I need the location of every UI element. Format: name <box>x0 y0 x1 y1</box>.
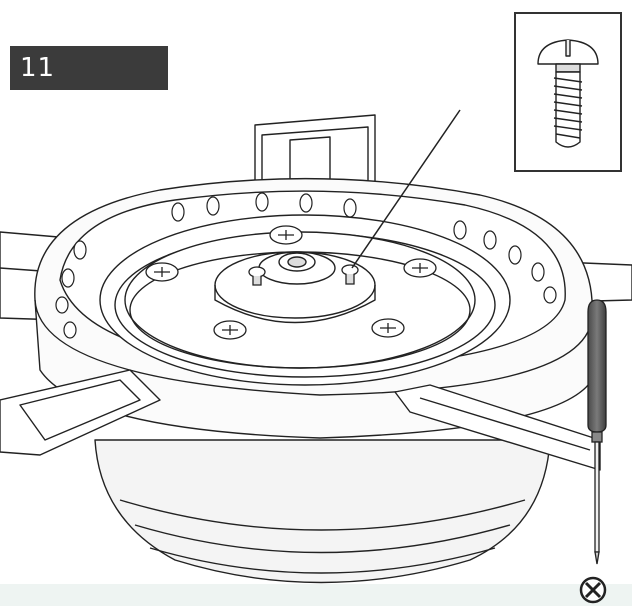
ring-slots <box>55 192 557 339</box>
plate-screw-bottom-right <box>371 318 405 338</box>
screw-detail-inset <box>514 12 622 172</box>
machine-screw-icon <box>537 39 599 148</box>
bottom-bar <box>0 584 632 606</box>
hub-screw-left <box>248 266 266 286</box>
step-number: 11 <box>20 53 56 83</box>
leader-line <box>351 109 461 269</box>
plate-screw-left <box>145 262 179 282</box>
plate-screw-bottom-left <box>213 320 247 340</box>
plate-screw-right <box>403 258 437 278</box>
phillips-drive-icon <box>579 576 607 604</box>
plate-screw-top <box>269 225 303 245</box>
screwdriver-icon <box>587 299 607 565</box>
motor-housing <box>94 439 551 584</box>
hub-screw-right <box>341 264 359 285</box>
step-number-badge: 11 <box>10 46 168 90</box>
